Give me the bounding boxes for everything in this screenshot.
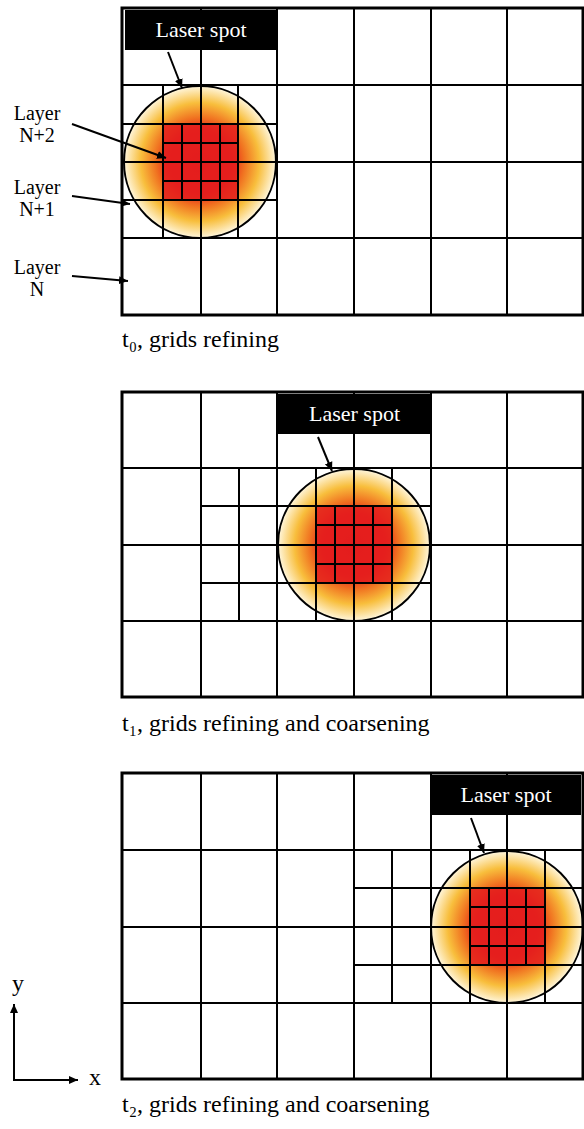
axis-label: x [84,1064,106,1090]
axis-label: y [8,970,28,996]
box-label: Laser spot [155,17,246,43]
caption: t₀, grids refining [122,326,580,352]
panel-t1 [122,392,583,697]
laser-spot-box: Laser spot [431,775,581,815]
layer-leaders [72,124,166,281]
laser-spot-box: Laser spot [125,10,277,50]
box-label: Laser spot [460,782,551,808]
layer-label: Layer N+1 [4,176,70,220]
layer-label: Layer N [4,256,70,300]
panel-t2 [122,773,583,1079]
panel-t0 [122,8,583,315]
caption: t₂, grids refining and coarsening [122,1091,580,1117]
axes [13,1004,78,1080]
laser-spot-box: Laser spot [278,394,431,434]
layer-label: Layer N+2 [4,102,70,146]
box-label: Laser spot [309,401,400,427]
caption: t₁, grids refining and coarsening [122,710,580,736]
